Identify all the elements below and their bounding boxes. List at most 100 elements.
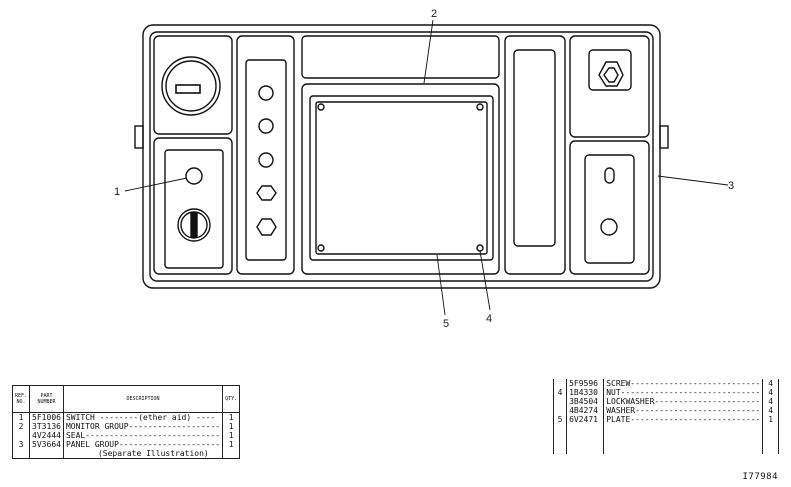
leader-line-3 xyxy=(657,175,729,186)
description: PLATE--------------------------- xyxy=(603,415,764,424)
ref-no xyxy=(553,379,568,388)
table-row: 2 3T3136 MONITOR GROUP------------------… xyxy=(12,422,240,431)
plate-screw-bl xyxy=(317,244,325,252)
part-number: 4V2444 xyxy=(29,431,64,440)
parts-list-header: REF. NO. PART NUMBER DESCRIPTION QTY. xyxy=(12,385,240,413)
quantity: 1 xyxy=(768,415,774,424)
quantity: 1 xyxy=(228,431,234,440)
part-number: 6V2471 xyxy=(566,415,605,424)
drawing-number: I77984 xyxy=(742,472,778,482)
ref-no xyxy=(553,397,568,406)
callout-1: 1 xyxy=(114,186,120,198)
ref-no: 4 xyxy=(553,388,568,397)
description: MONITOR GROUP------------------- xyxy=(63,422,224,431)
plate-screw-tl xyxy=(317,103,325,111)
toggle-plate xyxy=(584,154,635,264)
part-number: 5V3664 xyxy=(29,440,64,449)
monitor-plate-inner xyxy=(315,101,488,255)
toggle-button xyxy=(600,218,618,236)
part-number: 5F9596 xyxy=(566,379,605,388)
lower-right-bay xyxy=(569,140,650,275)
part-number: 3T3136 xyxy=(29,422,64,431)
indicator-hex-1 xyxy=(256,185,277,201)
part-number xyxy=(29,449,64,459)
quantity xyxy=(223,449,240,459)
description: LOCKWASHER---------------------- xyxy=(603,397,764,406)
key-switch-outer xyxy=(177,208,211,242)
description: WASHER-------------------------- xyxy=(603,406,764,415)
mount-tab-right xyxy=(659,125,669,149)
description: SWITCH --------(ether aid) ---- xyxy=(63,412,224,422)
plate-screw-tr xyxy=(476,103,484,111)
gauge-window xyxy=(175,84,201,94)
ref-no xyxy=(12,431,31,440)
col-qty: QTY. xyxy=(222,385,240,413)
callout-3: 3 xyxy=(728,180,734,192)
slot-window xyxy=(513,49,556,247)
table-row: 3B4504 LOCKWASHER---------------------- … xyxy=(553,397,779,406)
leader-line-1 xyxy=(124,177,188,192)
description: PANEL GROUP--------------------- xyxy=(63,440,224,449)
table-row: (Separate Illustration) xyxy=(12,449,240,459)
panel-housing-inner xyxy=(149,31,654,282)
part-number: 3B4504 xyxy=(566,397,605,406)
monitor-plate-outer xyxy=(309,95,494,261)
indicator-hex-2 xyxy=(256,218,277,236)
parts-list-left: REF. NO. PART NUMBER DESCRIPTION QTY. 1 … xyxy=(12,385,241,459)
table-row: 4V2444 SEAL---------------------------- … xyxy=(12,431,240,440)
indicator-lamp-3 xyxy=(258,152,274,168)
ref-no: 2 xyxy=(12,422,31,431)
table-row: 3 5V3664 PANEL GROUP--------------------… xyxy=(12,440,240,449)
monitor-bay xyxy=(301,83,500,275)
part-number: 1B4330 xyxy=(566,388,605,397)
leader-line-5 xyxy=(436,254,446,316)
key-slot xyxy=(190,212,198,238)
indicator-plate xyxy=(245,59,287,261)
col-part-number: PART NUMBER xyxy=(29,385,64,413)
description: SEAL---------------------------- xyxy=(63,431,224,440)
part-number: 4B4274 xyxy=(566,406,605,415)
diamond-switch xyxy=(598,61,624,87)
gauge-dial-inner xyxy=(165,60,217,112)
leader-line-4 xyxy=(479,250,491,311)
table-row: 4 1B4330 NUT----------------------------… xyxy=(553,388,779,397)
callout-5: 5 xyxy=(443,318,449,330)
quantity: 1 xyxy=(228,413,234,422)
ref-no: 5 xyxy=(553,415,568,424)
description: (Separate Illustration) xyxy=(63,449,224,459)
table-row-blank xyxy=(553,424,779,454)
ether-aid-switch xyxy=(185,167,203,185)
quantity: 4 xyxy=(768,397,774,406)
quantity: 4 xyxy=(768,388,774,397)
table-row: 5 6V2471 PLATE--------------------------… xyxy=(553,415,779,424)
monitor-top-panel xyxy=(301,35,500,79)
table-row: 5F9596 SCREW--------------------------- … xyxy=(553,379,779,388)
callout-2: 2 xyxy=(431,8,437,20)
mount-tab-left xyxy=(134,125,144,149)
table-row: 4B4274 WASHER-------------------------- … xyxy=(553,406,779,415)
quantity: 1 xyxy=(228,440,234,449)
ref-no xyxy=(12,449,31,459)
indicator-lamp-2 xyxy=(258,118,274,134)
indicator-bay xyxy=(236,35,295,275)
toggle-lamp xyxy=(604,167,615,184)
quantity: 1 xyxy=(228,422,234,431)
gauge-bay xyxy=(153,35,233,135)
table-row: 1 5F1006 SWITCH --------(ether aid) ----… xyxy=(12,412,240,422)
leader-line-2 xyxy=(423,19,434,84)
description: NUT----------------------------- xyxy=(603,388,764,397)
upper-right-bay xyxy=(569,35,650,138)
slot-bay xyxy=(504,35,566,275)
parts-list-right: 5F9596 SCREW--------------------------- … xyxy=(553,379,779,454)
quantity: 4 xyxy=(768,379,774,388)
indicator-lamp-1 xyxy=(258,85,274,101)
diamond-switch-plate xyxy=(588,49,632,91)
switch-plate xyxy=(164,149,224,269)
col-description: DESCRIPTION xyxy=(63,385,224,413)
panel-housing-outer xyxy=(142,24,661,289)
description: SCREW--------------------------- xyxy=(603,379,764,388)
key-switch-inner xyxy=(180,211,208,239)
switch-bay xyxy=(153,137,233,275)
callout-4: 4 xyxy=(486,313,492,325)
